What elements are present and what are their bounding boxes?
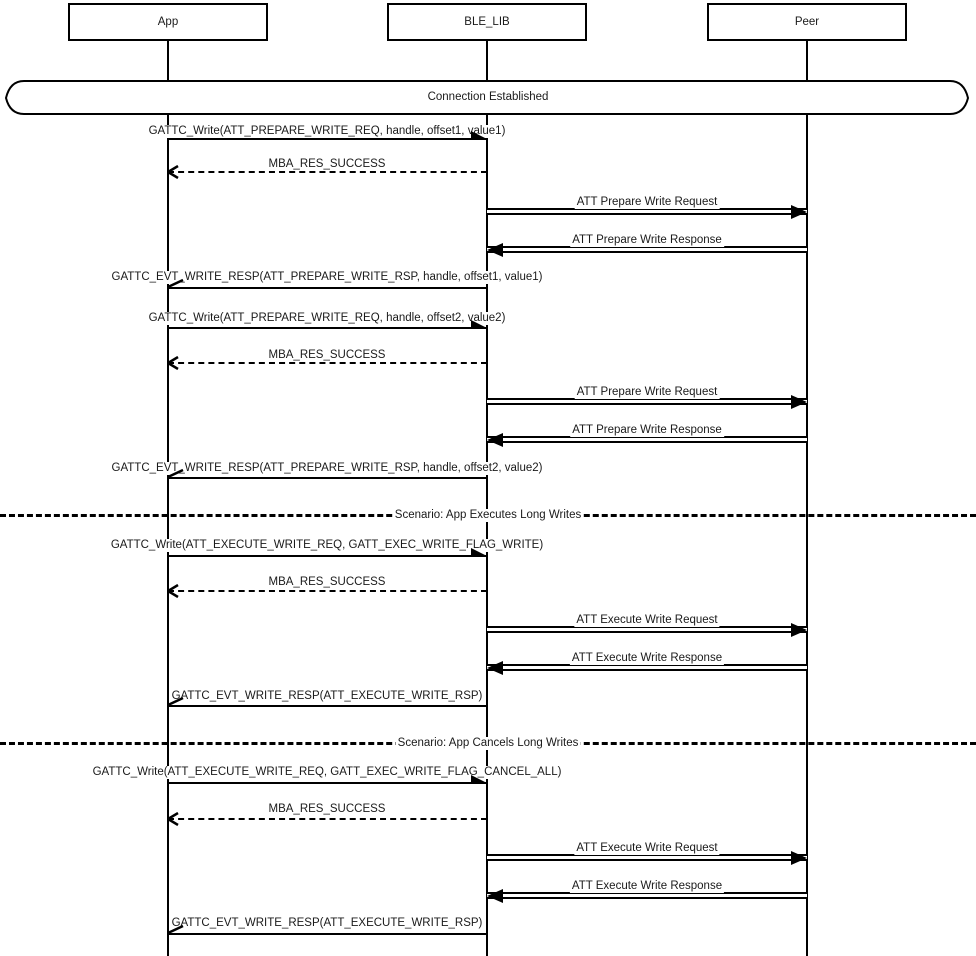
message-arrow [168, 138, 487, 140]
actor-label-peer: Peer [794, 16, 820, 28]
message-arrow [168, 590, 487, 592]
message-label: MBA_RES_SUCCESS [266, 158, 388, 171]
message-arrow [487, 626, 807, 633]
arrowhead-half-open-left-icon [167, 696, 184, 706]
arrowhead-open-left-icon [167, 812, 179, 826]
message-label: ATT Execute Write Response [569, 880, 725, 893]
arrowhead-full-right-icon [791, 395, 807, 409]
arrowhead-open-left-icon [167, 356, 179, 370]
message-label: GATTC_EVT_WRITE_RESP(ATT_PREPARE_WRITE_R… [109, 271, 545, 284]
actor-box-app: App [68, 3, 268, 41]
scenario-divider-label: Scenario: App Executes Long Writes [392, 509, 584, 522]
arrowhead-solid-right-icon [471, 775, 487, 783]
message-label: ATT Prepare Write Request [574, 196, 720, 209]
actor-label-ble-lib: BLE_LIB [464, 16, 510, 28]
connection-banner-label: Connection Established [427, 91, 549, 103]
message-label: ATT Prepare Write Response [570, 424, 724, 437]
lifeline-ble-lib [486, 41, 488, 956]
message-label: GATTC_EVT_WRITE_RESP(ATT_EXECUTE_WRITE_R… [169, 690, 485, 703]
actor-label-app: App [157, 16, 179, 28]
message-arrow [168, 555, 487, 557]
connection-banner-shape [4, 80, 970, 115]
arrowhead-open-left-icon [167, 584, 179, 598]
message-arrow [168, 287, 487, 289]
arrowhead-full-left-icon [487, 433, 503, 447]
arrowhead-solid-right-icon [471, 320, 487, 328]
arrowhead-open-left-icon [167, 165, 179, 179]
message-label: ATT Execute Write Response [569, 652, 725, 665]
message-arrow [487, 398, 807, 405]
arrowhead-full-right-icon [791, 851, 807, 865]
message-label: ATT Prepare Write Request [574, 386, 720, 399]
message-arrow [168, 327, 487, 329]
message-label: MBA_RES_SUCCESS [266, 803, 388, 816]
message-arrow [487, 664, 807, 671]
message-label: GATTC_Write(ATT_PREPARE_WRITE_REQ, handl… [146, 312, 508, 325]
message-label: MBA_RES_SUCCESS [266, 349, 388, 362]
message-arrow [168, 933, 487, 935]
message-arrow [487, 208, 807, 215]
arrowhead-half-open-left-icon [167, 924, 184, 934]
message-label: GATTC_EVT_WRITE_RESP(ATT_EXECUTE_WRITE_R… [169, 917, 485, 930]
message-arrow [168, 818, 487, 820]
arrowhead-half-open-left-icon [167, 278, 184, 288]
message-arrow [487, 246, 807, 253]
scenario-divider-label: Scenario: App Cancels Long Writes [395, 737, 581, 750]
message-label: GATTC_Write(ATT_EXECUTE_WRITE_REQ, GATT_… [108, 539, 546, 552]
message-arrow [168, 171, 487, 173]
lifeline-peer [806, 41, 808, 956]
arrowhead-full-left-icon [487, 243, 503, 257]
actor-box-ble-lib: BLE_LIB [387, 3, 587, 41]
message-arrow [168, 477, 487, 479]
message-label: GATTC_Write(ATT_EXECUTE_WRITE_REQ, GATT_… [90, 766, 564, 779]
lifeline-app [167, 41, 169, 956]
arrowhead-full-left-icon [487, 661, 503, 675]
message-arrow [168, 705, 487, 707]
message-arrow [487, 892, 807, 899]
message-label: GATTC_Write(ATT_PREPARE_WRITE_REQ, handl… [146, 125, 508, 138]
message-arrow [168, 782, 487, 784]
actor-box-peer: Peer [707, 3, 907, 41]
arrowhead-full-left-icon [487, 889, 503, 903]
message-arrow [168, 362, 487, 364]
arrowhead-solid-right-icon [471, 548, 487, 556]
message-arrow [487, 854, 807, 861]
arrowhead-full-right-icon [791, 205, 807, 219]
message-label: MBA_RES_SUCCESS [266, 576, 388, 589]
message-label: ATT Execute Write Request [574, 842, 720, 855]
message-label: ATT Prepare Write Response [570, 234, 724, 247]
arrowhead-half-open-left-icon [167, 468, 184, 478]
arrowhead-solid-right-icon [471, 131, 487, 139]
message-label: ATT Execute Write Request [574, 614, 720, 627]
message-arrow [487, 436, 807, 443]
arrowhead-full-right-icon [791, 623, 807, 637]
message-label: GATTC_EVT_WRITE_RESP(ATT_PREPARE_WRITE_R… [109, 462, 545, 475]
